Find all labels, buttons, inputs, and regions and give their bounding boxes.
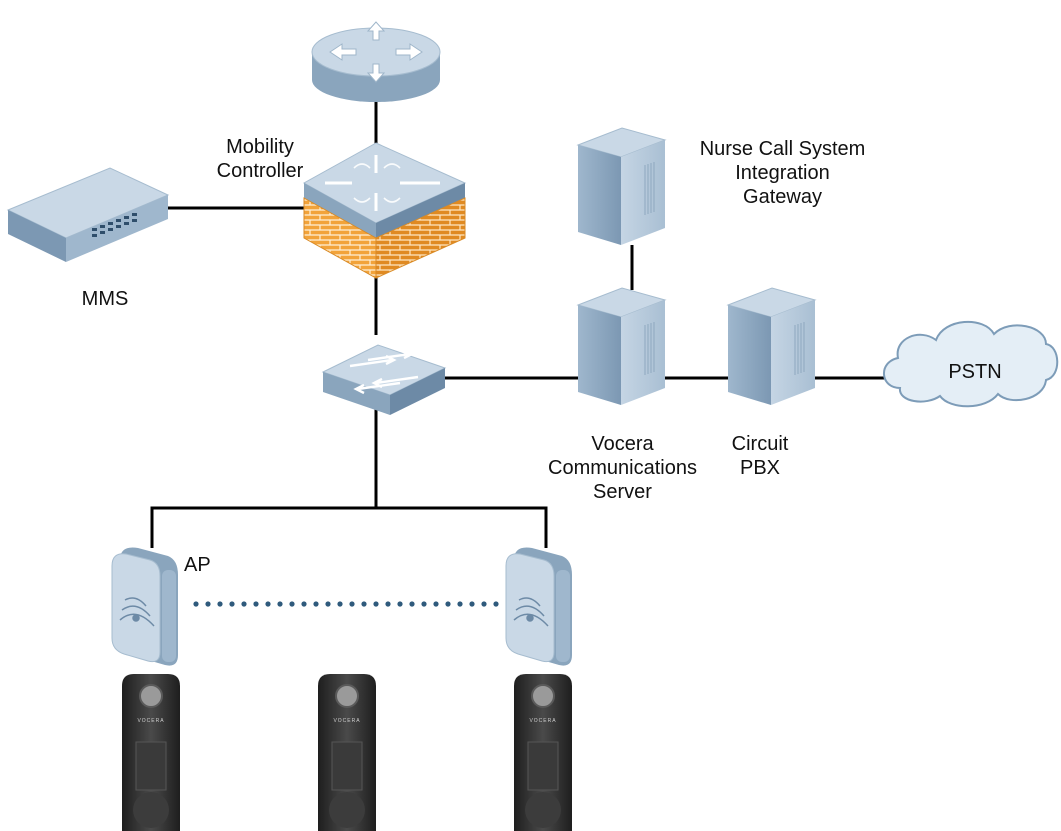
badge-brand-text: VOCERA (137, 718, 164, 724)
label-ap: AP (184, 554, 211, 576)
label-nurse-call-system: Nurse Call System Integration Gateway (680, 137, 885, 209)
cloud-icon (883, 321, 1059, 408)
server-tower-icon (576, 127, 667, 245)
link-ap-bus (150, 506, 548, 548)
firewall-icon (303, 197, 466, 279)
label-circuit-pbx: Circuit PBX (720, 432, 800, 480)
switch-icon (321, 344, 447, 415)
server-tower-icon (576, 287, 667, 405)
label-nurse-call-line3: Gateway (743, 186, 822, 208)
vocera-badge-icon: VOCERA (122, 674, 180, 831)
label-vocera-line3: Server (593, 481, 652, 503)
label-vocera-line1: Vocera (591, 433, 654, 455)
label-mobility-controller: Mobility Controller (200, 135, 320, 183)
appliance-icon (6, 167, 170, 262)
access-point-icon (505, 547, 572, 666)
badge-brand-text: VOCERA (333, 718, 360, 724)
label-mms: MMS (81, 288, 129, 310)
label-mobility-controller-line1: Mobility (226, 136, 294, 158)
label-mobility-controller-line2: Controller (216, 160, 304, 182)
label-pstn: PSTN (948, 361, 1002, 383)
label-vocera-server: Vocera Communications Server (530, 432, 715, 504)
vocera-badge-icon: VOCERA (318, 674, 376, 831)
vocera-badge-icon: VOCERA (514, 674, 572, 831)
server-tower-icon (726, 287, 817, 405)
mobility-controller-icon (302, 142, 467, 238)
label-vocera-line2: Communications (548, 457, 697, 479)
wireless-link-dots (193, 601, 499, 607)
label-circuit-pbx-line1: Circuit (731, 433, 789, 455)
label-nurse-call-line2: Integration (735, 162, 830, 184)
label-circuit-pbx-line2: PBX (739, 457, 781, 479)
label-nurse-call-line1: Nurse Call System (699, 138, 866, 160)
router-icon (311, 21, 441, 102)
access-point-icon (111, 547, 178, 666)
badge-brand-text: VOCERA (529, 718, 556, 724)
links (150, 100, 895, 548)
